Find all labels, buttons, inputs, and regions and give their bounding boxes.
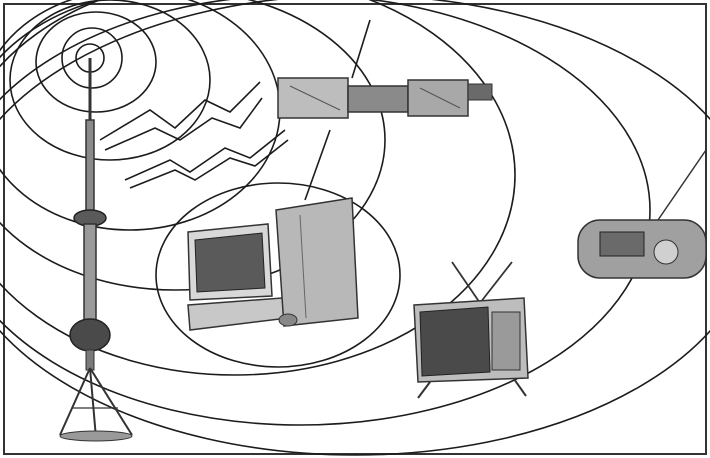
zigzag-signal — [125, 130, 285, 180]
satellite-icon — [278, 78, 492, 118]
broadcast-tower-icon — [60, 58, 132, 441]
boombox-radio-icon — [578, 150, 706, 278]
zigzag-signal — [100, 82, 260, 140]
desktop-computer-icon — [188, 198, 358, 330]
wave-ring — [0, 0, 280, 230]
satellite-beam — [305, 130, 330, 200]
zigzag-signal — [105, 98, 262, 150]
wave-ring — [36, 12, 156, 112]
